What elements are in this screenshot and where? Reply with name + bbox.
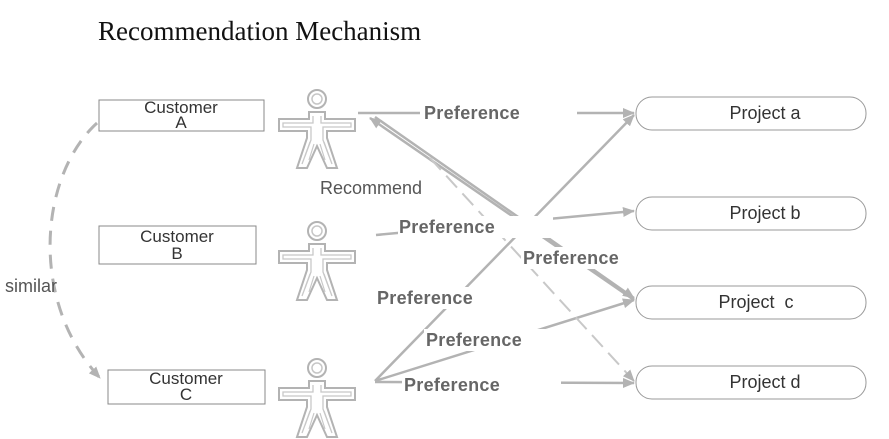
project-a-label: Project a bbox=[729, 103, 801, 123]
similar-arc bbox=[48, 121, 102, 380]
label-preference-b-to-b: Preference bbox=[399, 217, 495, 237]
customer-c-person-icon bbox=[278, 358, 356, 438]
customer-b-node: Customer B bbox=[98, 225, 257, 265]
customer-a-node: Customer A bbox=[98, 98, 265, 132]
customer-c-label: Customer bbox=[149, 369, 223, 388]
label-preference-c-to-c: Preference bbox=[426, 330, 522, 350]
project-d-label: Project d bbox=[729, 372, 800, 392]
customer-a-label: Customer bbox=[144, 98, 218, 117]
project-d-node: Project d bbox=[635, 365, 867, 400]
label-recommend: Recommend bbox=[320, 178, 422, 198]
label-similar: similar bbox=[5, 276, 57, 296]
project-c-label: Project c bbox=[718, 292, 793, 312]
project-b-node: Project b bbox=[635, 196, 867, 231]
customer-a-id: A bbox=[175, 113, 187, 132]
project-b-label: Project b bbox=[729, 203, 800, 223]
edge-dashed-a-to-d bbox=[429, 157, 635, 382]
customer-c-node: Customer C bbox=[107, 369, 266, 405]
edge-project-c-recommend-to-customer-a bbox=[369, 116, 635, 302]
customer-b-label: Customer bbox=[140, 227, 214, 246]
project-a-node: Project a bbox=[635, 96, 867, 131]
customer-c-id: C bbox=[180, 385, 192, 404]
customer-b-person-icon bbox=[278, 221, 356, 301]
customer-b-id: B bbox=[171, 244, 182, 263]
edge-customer-a-to-project-c bbox=[374, 115, 635, 300]
edge-customer-c-to-project-a bbox=[374, 114, 635, 382]
label-preference-a-to-c: Preference bbox=[523, 248, 619, 268]
project-c-node: Project c bbox=[635, 285, 867, 320]
label-preference-c-to-d: Preference bbox=[404, 375, 500, 395]
customer-a-person-icon bbox=[278, 89, 356, 169]
label-preference-a-to-a: Preference bbox=[424, 103, 520, 123]
label-preference-c-to-a: Preference bbox=[377, 288, 473, 308]
diagram-title: Recommendation Mechanism bbox=[98, 16, 422, 46]
